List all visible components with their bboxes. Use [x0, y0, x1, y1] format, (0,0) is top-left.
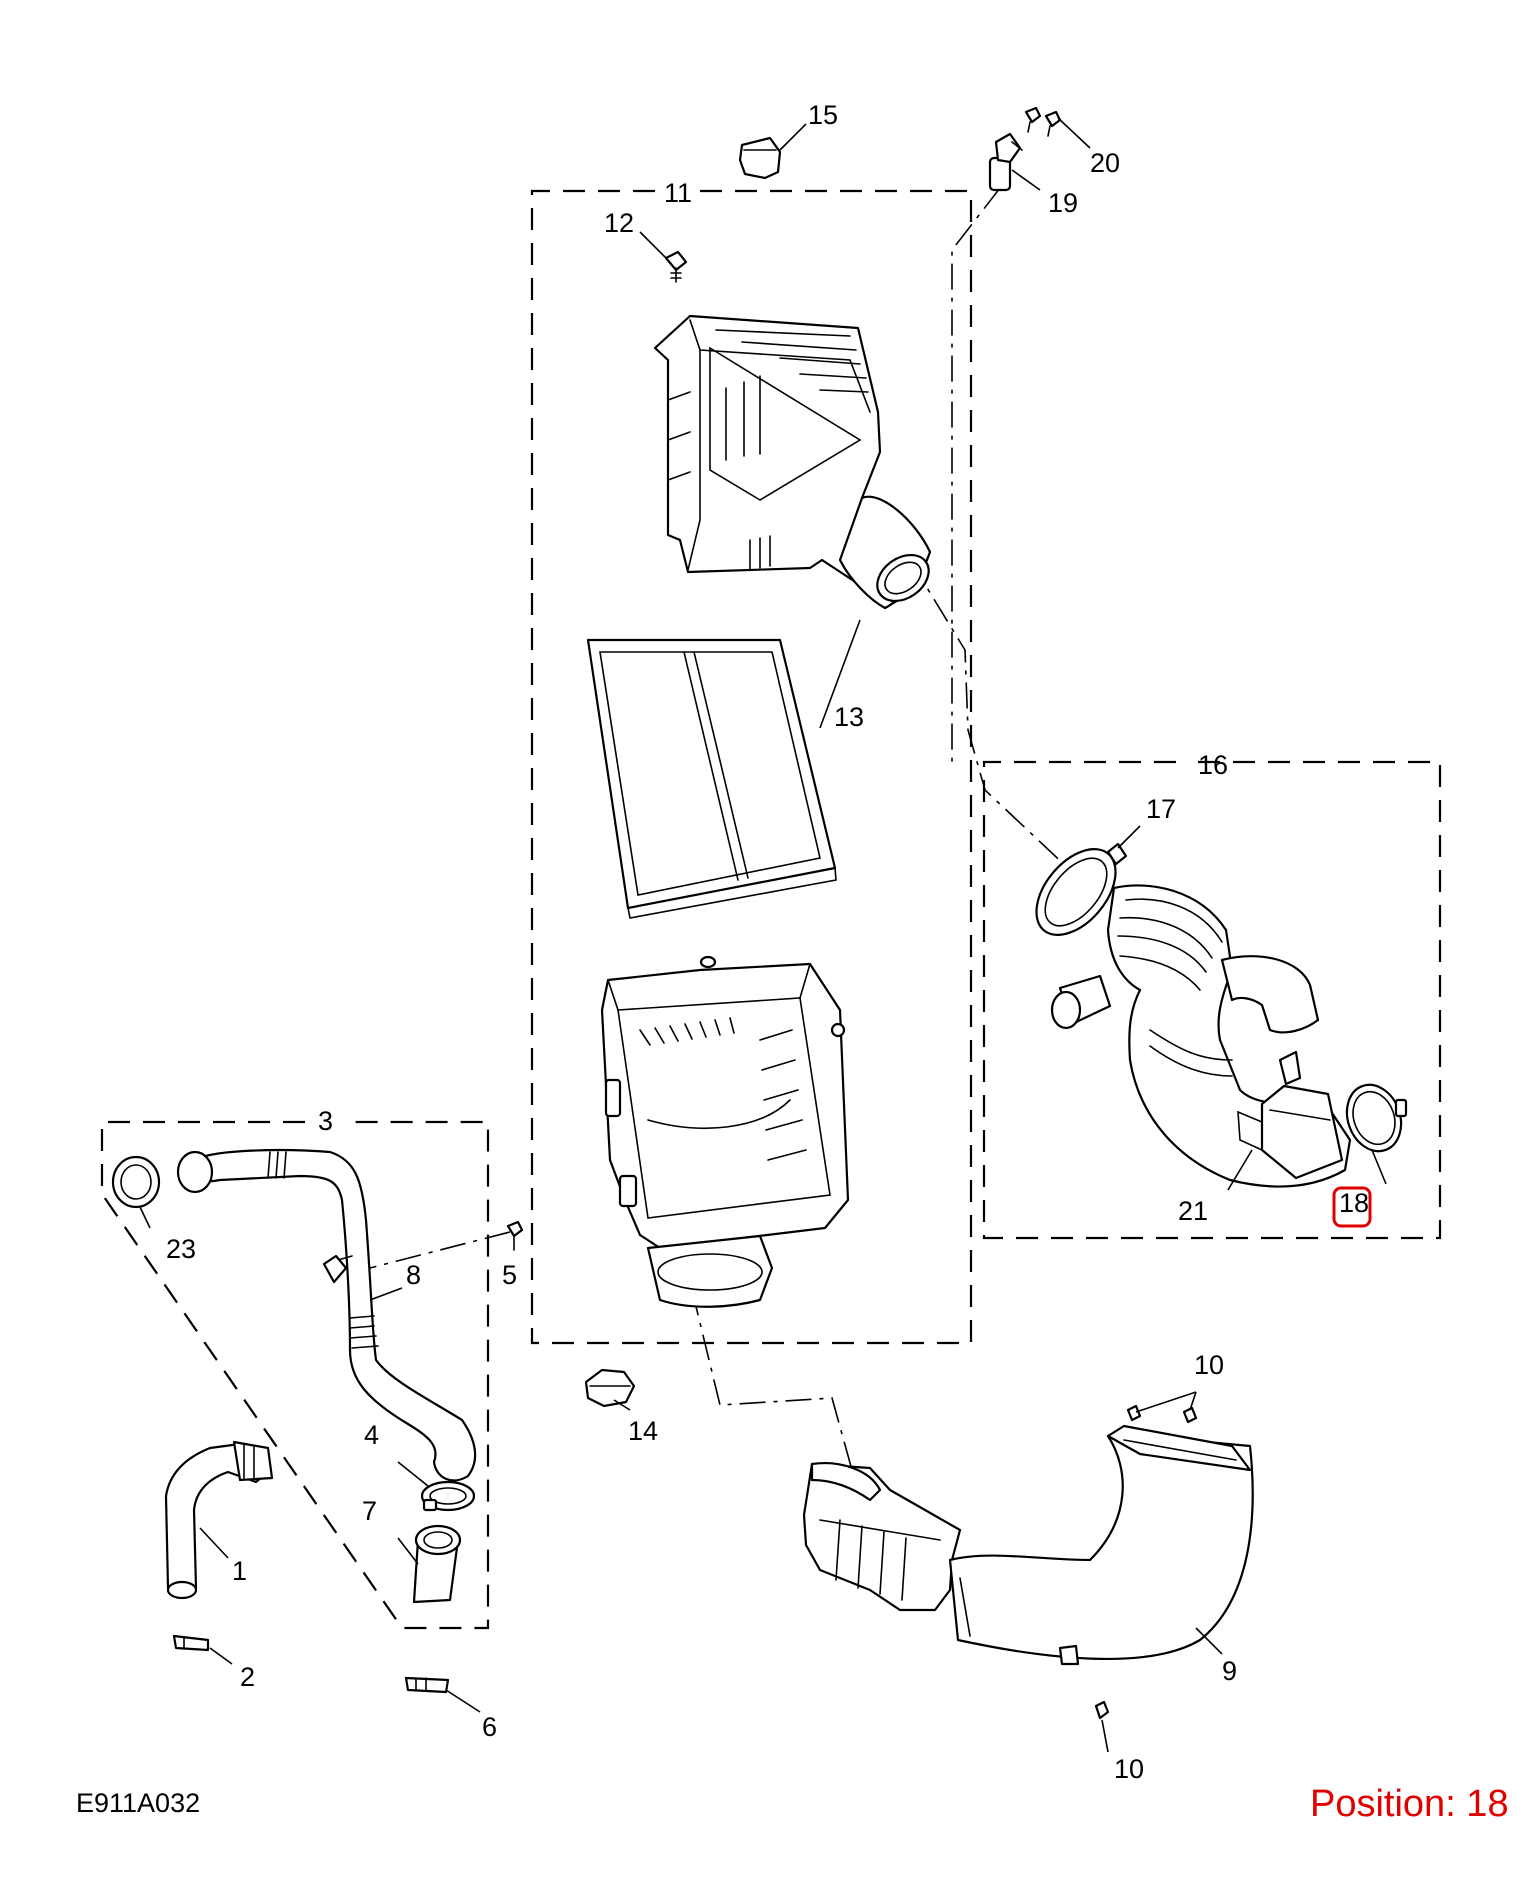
callout-14: 14 — [628, 1416, 658, 1446]
centerline-outlet-to-duct — [909, 559, 1071, 871]
callout-6: 6 — [482, 1712, 497, 1742]
part-4-clamp — [420, 1480, 476, 1512]
centerline-snorkel-to-sensor — [951, 187, 1001, 765]
air-box-lower-housing — [600, 955, 850, 1308]
centerline-clip-5 — [369, 1231, 511, 1269]
air-box-cover — [653, 314, 932, 610]
group-16-boundary — [982, 760, 1442, 1240]
callout-5: 5 — [502, 1260, 517, 1290]
callout-21: 21 — [1178, 1196, 1208, 1226]
callout-10-bottom: 10 — [1114, 1754, 1144, 1784]
diagram-reference-code: E911A032 — [76, 1788, 200, 1818]
position-indicator: Position: 18 — [1310, 1783, 1509, 1825]
part-14-cap — [584, 1368, 636, 1408]
callout-labels: 15 20 19 11 12 13 16 17 18 21 3 23 8 5 1… — [166, 100, 1369, 1784]
leader-lines — [139, 117, 1387, 1753]
part-6-clip — [404, 1676, 450, 1694]
part-20-screws — [1024, 106, 1062, 137]
callout-11: 11 — [664, 178, 692, 208]
part-2-clip — [172, 1634, 210, 1652]
callout-8: 8 — [406, 1260, 421, 1290]
callout-18: 18 — [1339, 1188, 1369, 1218]
part-7-hose — [412, 1524, 462, 1604]
part-12-screw — [664, 250, 688, 283]
callout-20: 20 — [1090, 148, 1120, 178]
part-19-sensor — [988, 132, 1023, 192]
callout-16: 16 — [1198, 750, 1228, 780]
part-8-breather-hose — [176, 1148, 477, 1482]
part-9-intake-duct — [802, 1404, 1254, 1720]
callout-15: 15 — [808, 100, 838, 130]
group-11-boundary — [530, 189, 973, 1345]
part-1-hose — [164, 1440, 274, 1600]
centerline-airbox-to-intake — [691, 1289, 853, 1471]
callout-4: 4 — [364, 1420, 379, 1450]
part-15-cap — [738, 136, 782, 180]
callout-17: 17 — [1146, 794, 1176, 824]
duct-assembly — [1050, 884, 1352, 1188]
selected-position-highlight — [1332, 1186, 1372, 1228]
callout-23: 23 — [166, 1234, 196, 1264]
part-17-clamp — [1035, 842, 1128, 936]
callout-19: 19 — [1048, 188, 1078, 218]
callout-12: 12 — [604, 208, 634, 238]
callout-1: 1 — [232, 1556, 247, 1586]
callout-2: 2 — [240, 1662, 255, 1692]
part-18-hose-clamp — [1345, 1083, 1408, 1153]
callout-13: 13 — [834, 702, 864, 732]
callout-9: 9 — [1222, 1656, 1237, 1686]
part-5-clip — [506, 1220, 524, 1251]
part-23-grommet — [111, 1155, 161, 1209]
part-13-filter-element — [586, 638, 837, 919]
callout-3: 3 — [318, 1106, 333, 1136]
callout-7: 7 — [362, 1496, 377, 1526]
callout-10-top: 10 — [1194, 1350, 1224, 1380]
